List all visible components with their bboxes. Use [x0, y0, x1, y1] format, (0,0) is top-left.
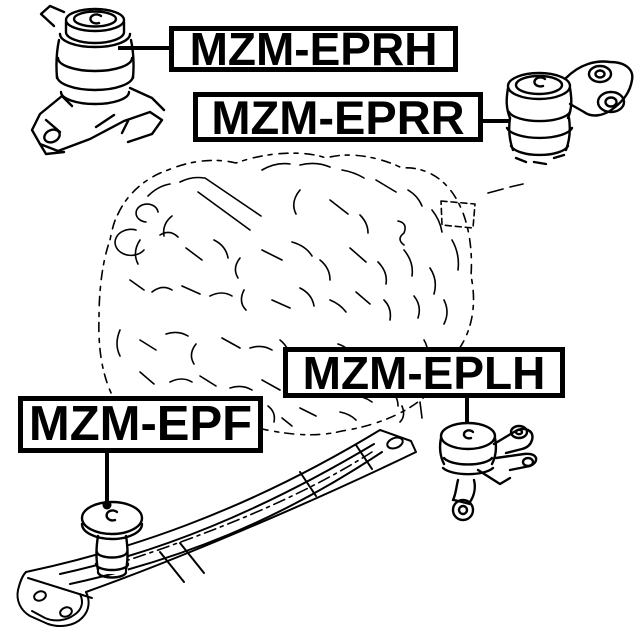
leader-dot-epf: [102, 500, 112, 510]
part-number-label-eplh[interactable]: MZM-EPLH: [283, 347, 565, 398]
front-crossmember-drawing: [16, 429, 417, 627]
mount-drawing-eplh: [438, 421, 538, 522]
mount-drawing-eprh: [30, 4, 166, 156]
part-number-label-epf[interactable]: MZM-EPF: [18, 396, 263, 453]
mount-drawing-epf: [80, 500, 144, 579]
part-number-label-eprr[interactable]: MZM-EPRR: [193, 92, 483, 142]
part-number-text-eplh: MZM-EPLH: [302, 346, 546, 399]
part-number-text-eprr: MZM-EPRR: [211, 90, 465, 144]
part-number-text-epf: MZM-EPF: [28, 397, 253, 451]
mount-drawing-eprr: [505, 60, 634, 166]
part-number-label-eprh[interactable]: MZM-EPRH: [169, 26, 458, 72]
part-number-text-eprh: MZM-EPRH: [189, 23, 438, 75]
